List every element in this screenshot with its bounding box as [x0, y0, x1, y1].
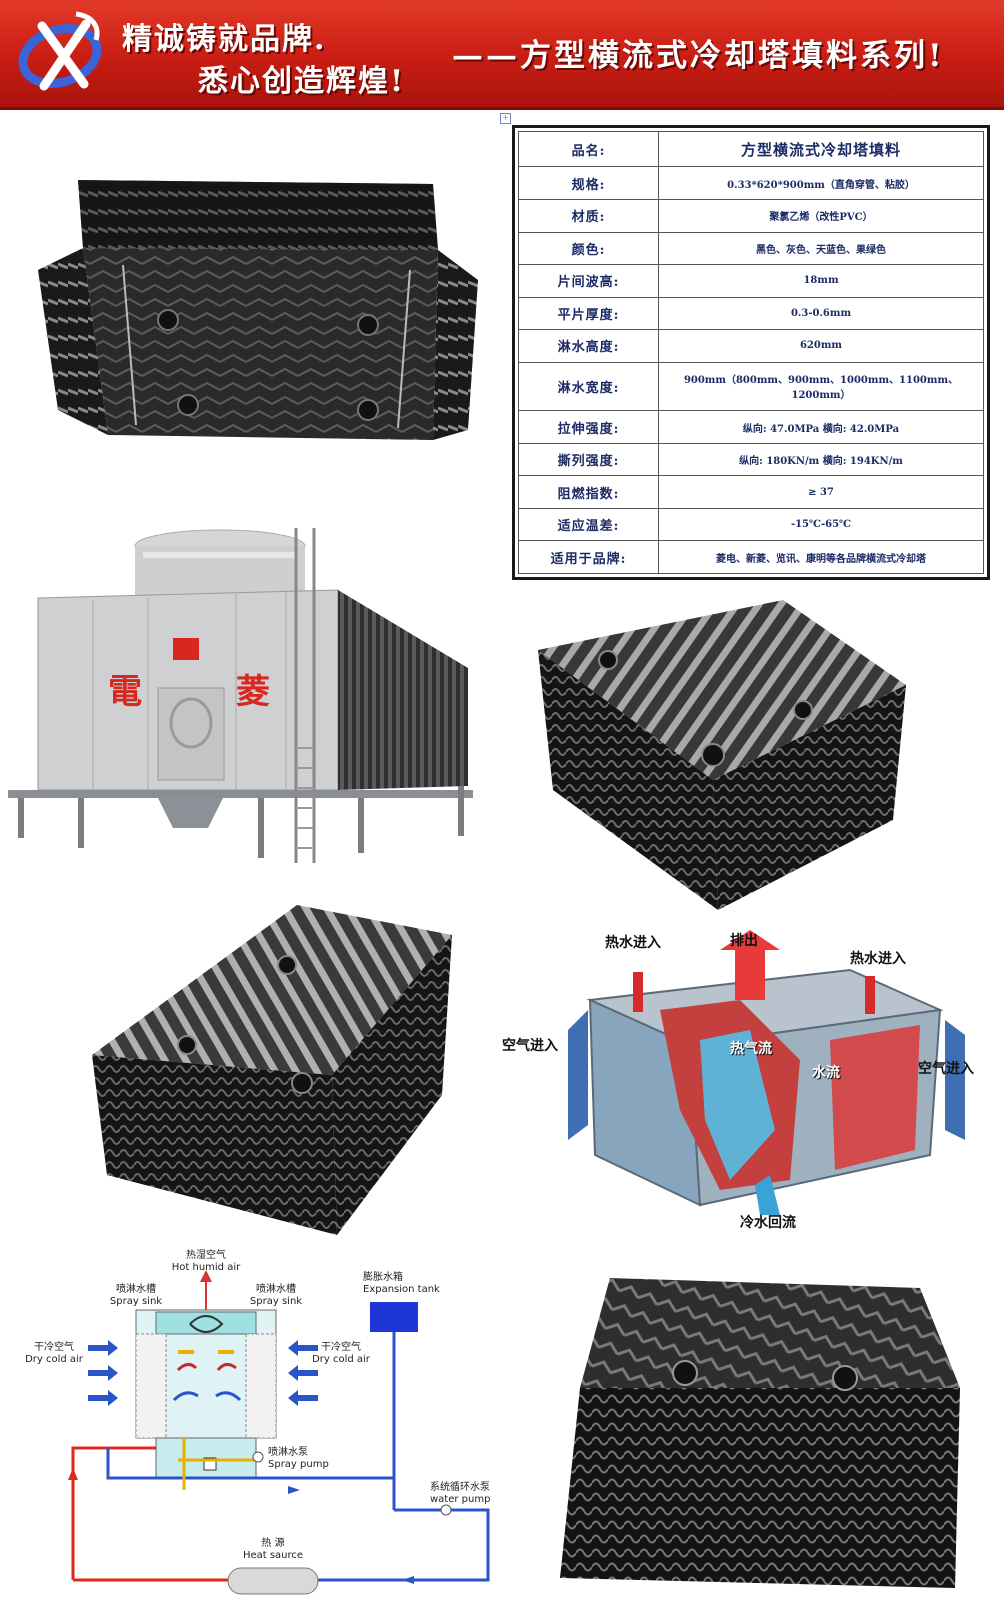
- spec-value: 黑色、灰色、天蓝色、果绿色: [658, 231, 984, 266]
- spec-row: 拉伸强度:纵向: 47.0MPa 横向: 42.0MPa: [518, 410, 984, 444]
- spec-key: 规格:: [518, 166, 659, 200]
- spec-key: 适应温差:: [518, 507, 659, 542]
- spec-value: 纵向: 47.0MPa 横向: 42.0MPa: [658, 410, 984, 444]
- fill-block-image-bottom: [560, 1278, 960, 1588]
- hot-water-in-left-label: 热水进入: [605, 935, 661, 951]
- hot-air-flow-label: 热气流: [730, 1041, 772, 1057]
- spec-value: 620mm: [658, 329, 984, 363]
- spec-row: 颜色:黑色、灰色、天蓝色、果绿色: [518, 231, 984, 266]
- cooling-tower-image: 電 菱: [8, 528, 473, 863]
- spec-row: 撕列强度:纵向: 180KN/m 横向: 194KN/m: [518, 442, 984, 477]
- air-in-left-label: 空气进入: [502, 1038, 558, 1054]
- water-flow-label: 水流: [812, 1065, 840, 1081]
- series-title: ——方型横流式冷却塔填料系列!: [452, 38, 945, 74]
- spec-key: 材质:: [518, 198, 659, 233]
- fill-block-image-diagonal: [92, 905, 452, 1235]
- spec-value: 聚氯乙烯（改性PVC）: [658, 198, 984, 233]
- spec-key: 片间波高:: [518, 264, 659, 298]
- spec-value: 18mm: [658, 264, 984, 298]
- spec-key: 撕列强度:: [518, 442, 659, 477]
- spec-value: 菱电、新菱、览讯、康明等各品牌横流式冷却塔: [658, 540, 984, 574]
- spec-row: 品名:方型横流式冷却塔填料: [518, 130, 984, 168]
- header-banner: 精诚铸就品牌. 悉心创造辉煌! ——方型横流式冷却塔填料系列!: [0, 0, 1004, 110]
- spec-row: 阻燃指数:≥ 37: [518, 475, 984, 509]
- exhaust-label: 排出: [730, 933, 758, 949]
- fill-block-image-front: [38, 180, 478, 440]
- spec-key: 品名:: [518, 130, 659, 168]
- spec-row: 平片厚度:0.3-0.6mm: [518, 296, 984, 331]
- company-logo: [18, 11, 102, 91]
- cold-water-return-label: 冷水回流: [740, 1215, 796, 1231]
- fill-block-image-angled: [538, 600, 906, 910]
- spec-row: 适用于品牌:菱电、新菱、览讯、康明等各品牌横流式冷却塔: [518, 540, 984, 574]
- table-anchor-icon: +: [500, 113, 511, 124]
- spec-key: 适用于品牌:: [518, 540, 659, 574]
- spec-row: 淋水高度:620mm: [518, 329, 984, 363]
- air-in-right-label: 空气进入: [918, 1061, 974, 1077]
- spec-value: 0.3-0.6mm: [658, 296, 984, 331]
- hot-water-in-right-label: 热水进入: [850, 951, 906, 967]
- spec-row: 材质:聚氯乙烯（改性PVC）: [518, 198, 984, 233]
- tower-brand-right: 菱: [236, 672, 270, 712]
- spec-value: 0.33*620*900mm（直角穿管、粘胶）: [658, 166, 984, 200]
- spec-value: -15℃-65℃: [658, 507, 984, 542]
- spec-row: 规格:0.33*620*900mm（直角穿管、粘胶）: [518, 166, 984, 200]
- spec-row: 片间波高:18mm: [518, 264, 984, 298]
- spec-key: 阻燃指数:: [518, 475, 659, 509]
- spec-value: 900mm（800mm、900mm、1000mm、1100mm、1200mm）: [658, 361, 984, 412]
- spec-key: 平片厚度:: [518, 296, 659, 331]
- spec-key: 颜色:: [518, 231, 659, 266]
- spec-row: 适应温差:-15℃-65℃: [518, 507, 984, 542]
- spec-key: 淋水高度:: [518, 329, 659, 363]
- spec-key: 拉伸强度:: [518, 410, 659, 444]
- spec-row: 淋水宽度:900mm（800mm、900mm、1000mm、1100mm、120…: [518, 361, 984, 412]
- spec-value: ≥ 37: [658, 475, 984, 509]
- spec-value: 纵向: 180KN/m 横向: 194KN/m: [658, 442, 984, 477]
- spec-key: 淋水宽度:: [518, 361, 659, 412]
- spec-table: 品名:方型横流式冷却塔填料规格:0.33*620*900mm（直角穿管、粘胶）材…: [512, 125, 990, 580]
- airflow-diagram: 排出 热水进入 热水进入 空气进入 空气进入 热气流 水流 冷水回流: [490, 930, 990, 1231]
- slogan-line1: 精诚铸就品牌.: [122, 22, 327, 57]
- slogan-line2: 悉心创造辉煌!: [198, 64, 406, 99]
- spec-value: 方型横流式冷却塔填料: [658, 130, 984, 168]
- tower-brand-left: 電: [108, 672, 142, 712]
